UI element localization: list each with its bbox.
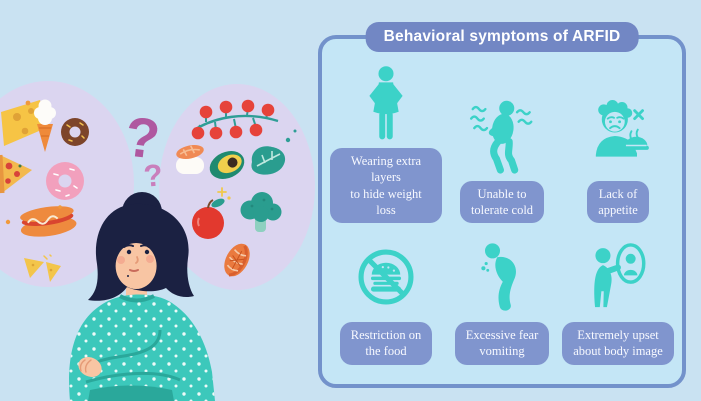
body-image-mirror-icon (594, 243, 646, 308)
cherry-tomato-vine-icon (191, 99, 297, 143)
pizza-slice-icon (0, 154, 32, 194)
symptom-card-cold: Unable to tolerate cold (446, 65, 558, 223)
nacho-chips-icon (24, 254, 61, 282)
ice-cream-icon (34, 99, 56, 152)
apple-icon (192, 198, 225, 239)
junk-food-thought-bubble (0, 81, 134, 287)
hand (78, 357, 102, 377)
symptom-card-vomiting: Excessive fear vomiting (446, 239, 558, 365)
hair (88, 203, 194, 301)
pink-donut-icon (46, 162, 84, 200)
symptom-label: Unable to tolerate cold (459, 180, 545, 223)
symptoms-grid: Wearing extra layers to hide weight loss… (322, 39, 682, 384)
symptom-label: Extremely upset about body image (562, 322, 674, 365)
broccoli-icon (240, 192, 282, 232)
vomiting-person-icon (481, 243, 516, 311)
symptom-label: Excessive fear vomiting (454, 322, 550, 365)
healthy-food-thought-bubble (159, 84, 315, 290)
baggy-clothes-person-icon (369, 66, 403, 140)
symptom-card-restriction: Restriction on the food (330, 239, 442, 365)
salmon-fillet-icon (224, 243, 250, 277)
symptom-card-appetite: Lack of appetite (562, 65, 674, 223)
sweater (69, 294, 215, 401)
thinking-woman-illustration: ? ? (0, 81, 315, 401)
chocolate-donut-icon (61, 118, 89, 146)
symptom-card-extra-layers: Wearing extra layers to hide weight loss (330, 65, 442, 223)
no-appetite-icon (595, 99, 649, 157)
symptom-label: Wearing extra layers to hide weight loss (330, 148, 442, 223)
sushi-icon (176, 145, 204, 174)
panel-title: Behavioral symptoms of ARFID (365, 22, 639, 52)
avocado-icon (209, 151, 245, 179)
symptom-label: Restriction on the food (339, 322, 433, 365)
symptoms-panel: Behavioral symptoms of ARFID Wearing ext… (318, 22, 686, 388)
woman-figure (69, 192, 215, 401)
symptom-label: Lack of appetite (587, 180, 649, 223)
face-features (117, 244, 154, 277)
hot-dog-icon (20, 206, 77, 237)
question-mark-small: ? (142, 157, 164, 194)
question-mark-large: ? (122, 104, 164, 171)
symptom-card-body-image: Extremely upset about body image (562, 239, 674, 365)
shivering-person-icon (469, 100, 533, 174)
kale-leaf-icon (251, 146, 286, 175)
food-restriction-icon (358, 249, 414, 305)
